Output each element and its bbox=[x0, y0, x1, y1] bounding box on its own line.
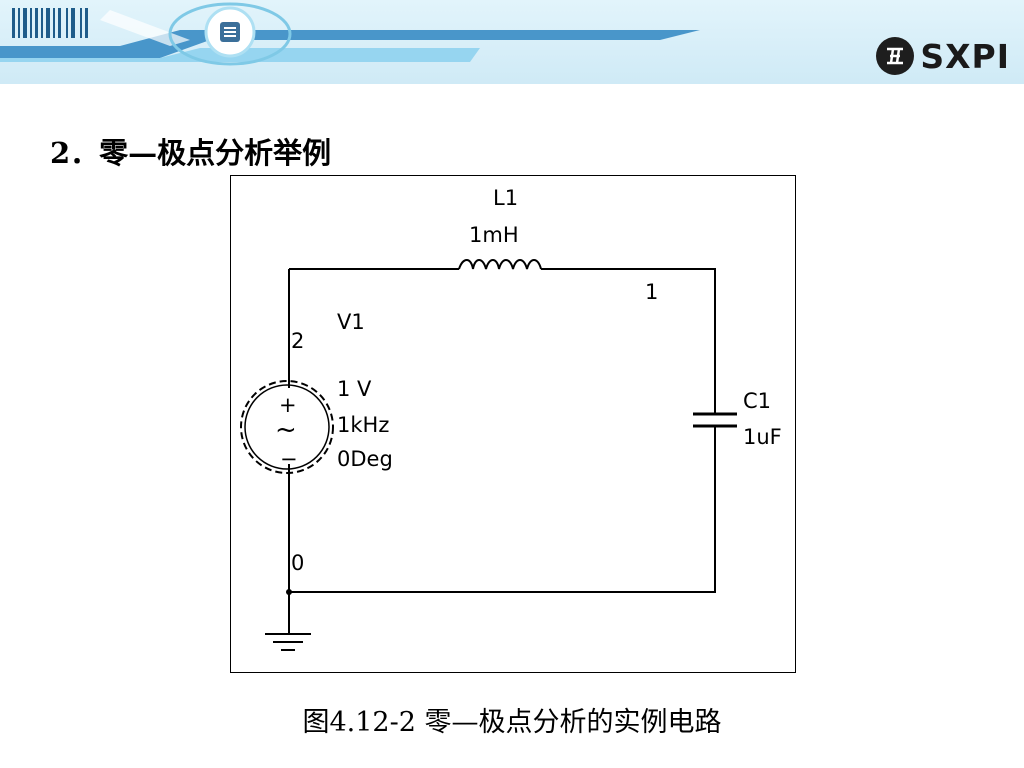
junction-dot bbox=[286, 589, 292, 595]
source-plus-sign: + bbox=[279, 393, 297, 417]
node-0-label: 0 bbox=[291, 551, 304, 575]
logo-text: SXPI bbox=[920, 36, 1010, 76]
capacitor-symbol bbox=[693, 412, 737, 428]
node-1-label: 1 bbox=[645, 280, 658, 304]
slide-heading: 2．零—极点分析举例 bbox=[50, 136, 332, 170]
inductor-value-label: 1mH bbox=[469, 223, 519, 247]
source-phase-label: 0Deg bbox=[337, 447, 393, 471]
wire-cap-bottom bbox=[289, 430, 716, 593]
chip-icon bbox=[220, 22, 240, 42]
figure-caption: 图4.12-2 零—极点分析的实例电路 bbox=[302, 707, 722, 738]
header-banner: SXPI bbox=[0, 0, 1024, 84]
wire-top-right bbox=[573, 268, 716, 376]
circuit-diagram: + ~ − L1 1mH 1 V1 2 1 V 1kHz 0Deg C1 1uF… bbox=[240, 186, 782, 651]
capacitor-name-label: C1 bbox=[743, 389, 771, 413]
circuit-figure: + ~ − L1 1mH 1 V1 2 1 V 1kHz 0Deg C1 1uF… bbox=[230, 175, 796, 673]
header-decoration bbox=[0, 2, 700, 66]
capacitor-value-label: 1uF bbox=[743, 425, 782, 449]
ac-source-symbol: + ~ − bbox=[240, 380, 334, 474]
barcode-icon bbox=[12, 8, 88, 38]
sxpi-emblem-icon bbox=[876, 37, 915, 75]
source-name-label: V1 bbox=[337, 310, 365, 334]
inductor-name-label: L1 bbox=[493, 186, 518, 210]
node-2-label: 2 bbox=[291, 329, 304, 353]
source-frequency-label: 1kHz bbox=[337, 413, 389, 437]
sxpi-logo: SXPI bbox=[876, 34, 1010, 78]
inductor-symbol bbox=[458, 259, 573, 270]
source-minus-sign: − bbox=[280, 447, 298, 471]
ground-icon bbox=[265, 633, 311, 651]
source-wave-icon: ~ bbox=[275, 415, 297, 445]
source-amplitude-label: 1 V bbox=[337, 377, 372, 401]
